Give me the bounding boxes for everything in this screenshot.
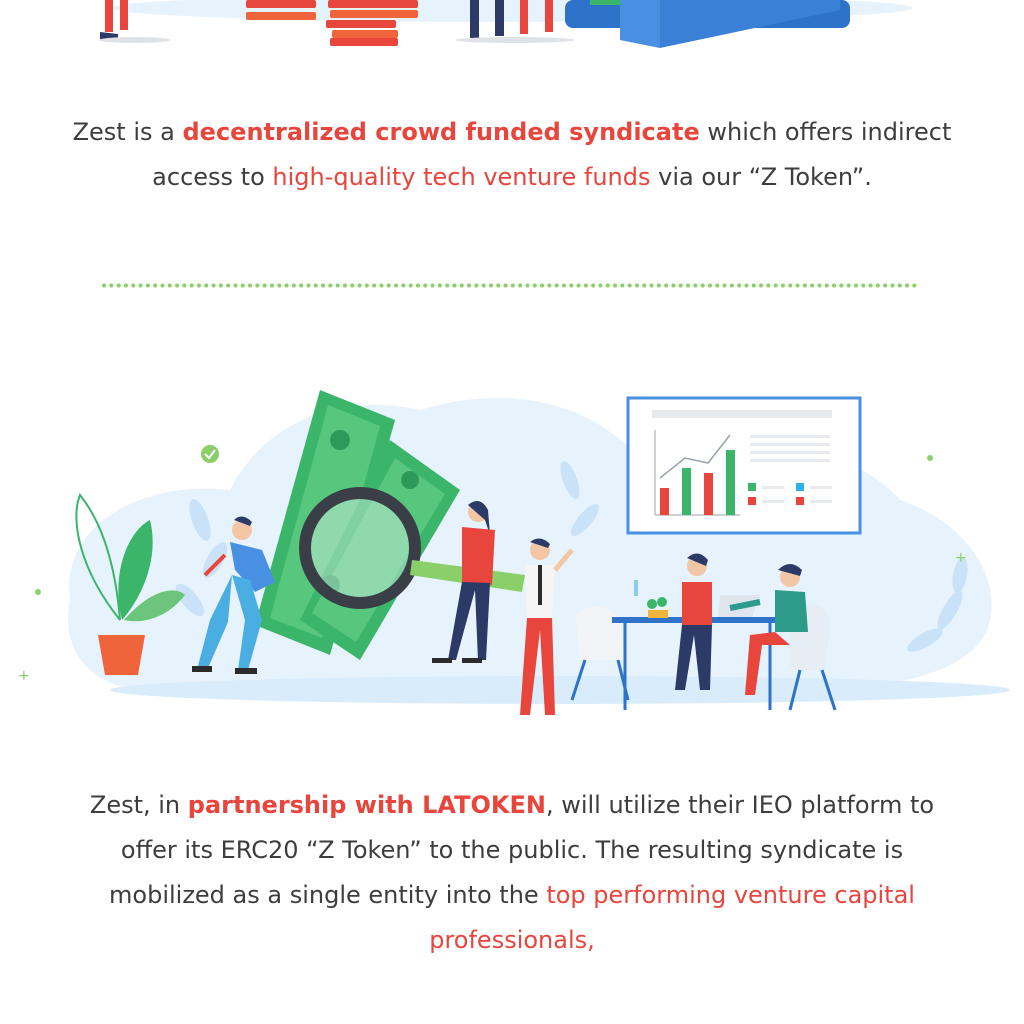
man-standing-figure	[520, 538, 574, 715]
seated-man-figure	[729, 564, 808, 695]
intro-text-end: via our “Z Token”.	[650, 163, 872, 191]
leaf-decoration-right	[560, 461, 968, 652]
woman-figure	[432, 501, 495, 663]
seated-woman-figure	[675, 553, 712, 690]
intro-highlight-syndicate: decentralized crowd funded syndicate	[182, 118, 700, 146]
partnership-highlight-vc: top performing venture capital professio…	[429, 881, 915, 954]
team-analysis-illustration: + +	[18, 390, 1010, 715]
partnership-text-start: Zest, in	[89, 791, 188, 819]
intro-text-start: Zest is a	[72, 118, 183, 146]
intro-text-middle: which offers indirect access to	[152, 118, 952, 191]
person-legs-left	[99, 0, 171, 43]
partnership-highlight-latoken: partnership with LATOKEN	[187, 791, 546, 819]
coin-stacks	[246, 0, 418, 46]
wallet-illustration	[565, 0, 850, 48]
potted-plant	[75, 493, 185, 675]
svg-text:+: +	[18, 668, 30, 684]
intro-paragraph: Zest is a decentralized crowd funded syn…	[60, 110, 964, 200]
partnership-text-middle: , will utilize their IEO platform to off…	[109, 791, 935, 909]
person-legs-middle	[455, 0, 575, 43]
magnifying-glass-icon	[299, 487, 525, 609]
dotted-divider	[102, 283, 922, 288]
top-illustration	[99, 0, 912, 48]
meeting-table	[570, 580, 837, 711]
svg-text:+: +	[955, 550, 967, 566]
intro-highlight-funds: high-quality tech venture funds	[272, 163, 651, 191]
check-circle-icon	[201, 445, 219, 463]
man-pushing-figure	[192, 516, 275, 674]
partnership-paragraph: Zest, in partnership with LATOKEN, will …	[60, 783, 964, 963]
bar-chart-icon	[626, 396, 862, 535]
